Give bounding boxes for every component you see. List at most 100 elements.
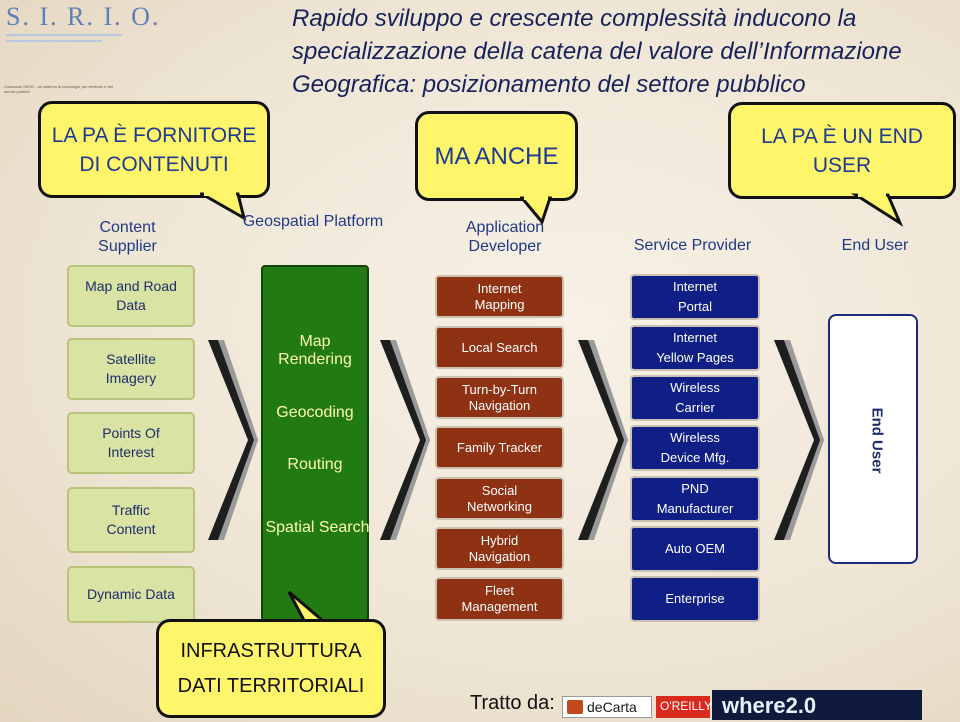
box-text: Management: [461, 599, 538, 614]
decarta-logo: deCarta: [562, 696, 652, 718]
logo-rule: [6, 34, 122, 36]
decarta-mark-icon: [567, 700, 583, 714]
box-text: Points Of: [102, 425, 160, 441]
title-line: Rapido sviluppo e crescente complessità …: [292, 5, 857, 32]
box-text: PND: [681, 481, 709, 496]
box-text: Yellow Pages: [656, 350, 734, 365]
callout-tail: [200, 192, 247, 222]
box-text: Data: [116, 297, 146, 313]
content-box: Points Of Interest: [67, 412, 195, 474]
box-text: Interest: [107, 444, 155, 460]
box-text: Satellite: [106, 351, 156, 367]
box-text: Networking: [466, 498, 533, 514]
geospatial-platform-block: [261, 265, 369, 622]
box-text: Wireless: [670, 380, 720, 395]
chevron-arrow: [774, 340, 824, 540]
box-text: Manufacturer: [656, 501, 734, 516]
header-text: Content: [99, 219, 156, 236]
box-text: Social: [481, 482, 518, 498]
chevron-arrow: [380, 340, 430, 540]
chevron-arrow: [208, 340, 258, 540]
logo-tagline: Consorzio SIRIO - un sistema di tecnolog…: [4, 84, 113, 94]
callout-text: LA PA È UN END: [761, 124, 923, 148]
box-text: Imagery: [105, 370, 157, 386]
box-text: Internet: [672, 279, 718, 294]
box-text: Navigation: [468, 397, 531, 413]
callout-end-user: LA PA È UN END USER: [728, 102, 956, 199]
callout-tail: [520, 196, 553, 226]
box-text: Family Tracker: [456, 439, 543, 455]
box-text: Navigation: [468, 548, 531, 564]
brand-text: deCarta: [587, 699, 637, 715]
platform-item: Geocoding: [276, 404, 354, 421]
header-text: Supplier: [98, 238, 157, 255]
end-user-label: End User: [868, 407, 886, 474]
content-box: Dynamic Data: [67, 566, 195, 623]
title-line: Geografica: posizionamento del settore p…: [292, 71, 806, 98]
platform-item: Map Rendering: [255, 333, 375, 369]
service-box: Enterprise: [630, 576, 760, 622]
service-box: PND Manufacturer: [630, 476, 760, 522]
callout-fornitore: LA PA È FORNITORE DI CONTENUTI: [38, 101, 270, 198]
callout-text: DATI TERRITORIALI: [177, 674, 365, 697]
where20-logo: where2.0: [712, 690, 922, 720]
platform-item: Routing: [287, 456, 343, 473]
logo-name: S. I. R. I. O.: [6, 2, 161, 31]
callout-tail: [850, 193, 904, 227]
box-text: Map and Road: [85, 278, 177, 294]
callout-text: MA ANCHE: [434, 142, 559, 170]
source-label: Tratto da:: [470, 692, 555, 714]
box-text: Mapping: [474, 296, 525, 312]
box-text: Carrier: [675, 400, 715, 415]
box-text: Portal: [678, 299, 712, 314]
header-content-supplier: Content Supplier: [70, 218, 185, 256]
logo-rule: [6, 40, 102, 42]
sirio-logo: S. I. R. I. O. Consorzio SIRIO - un sist…: [0, 0, 158, 94]
callout-text: USER: [812, 153, 872, 177]
box-text: Traffic: [111, 502, 151, 518]
box-text: Internet: [477, 280, 522, 296]
header-text: Application: [465, 219, 545, 236]
callout-ma-anche: MA ANCHE: [415, 111, 578, 201]
box-text: Wireless: [670, 430, 720, 445]
oreilly-logo: O'REILLY: [656, 696, 713, 718]
box-text: Content: [106, 521, 156, 537]
platform-text: Rendering: [278, 351, 352, 368]
box-text: Enterprise: [665, 591, 725, 606]
chevron-arrow: [578, 340, 628, 540]
brand-text: where2.0: [722, 693, 817, 718]
box-text: Internet: [672, 330, 718, 345]
title-line: specializzazione della catena del valore…: [292, 38, 902, 65]
service-box: Auto OEM: [630, 526, 760, 572]
box-text: Device Mfg.: [660, 450, 730, 465]
brand-text: O'REILLY: [660, 699, 713, 713]
end-user-box: [828, 314, 918, 564]
platform-text: Map: [299, 333, 331, 350]
header-text: Developer: [468, 238, 542, 255]
header-geospatial-platform: Geospatial Platform: [242, 213, 384, 230]
callout-text: DI CONTENUTI: [79, 152, 229, 176]
header-service-provider: Service Provider: [633, 237, 752, 254]
box-text: Dynamic Data: [87, 586, 175, 602]
platform-item: Spatial Search: [265, 519, 370, 536]
box-text: Hybrid: [480, 532, 519, 548]
callout-infrastruttura: INFRASTRUTTURA DATI TERRITORIALI: [156, 619, 386, 718]
page-title: Rapido sviluppo e crescente complessità …: [292, 2, 952, 101]
box-text: Local Search: [461, 339, 538, 355]
app-box: Local Search: [435, 326, 564, 369]
header-application-developer: Application Developer: [440, 218, 570, 256]
app-box: Family Tracker: [435, 426, 564, 469]
header-end-user: End User: [841, 237, 909, 254]
callout-text: LA PA È FORNITORE: [51, 123, 257, 147]
box-text: Turn-by-Turn: [462, 381, 537, 397]
